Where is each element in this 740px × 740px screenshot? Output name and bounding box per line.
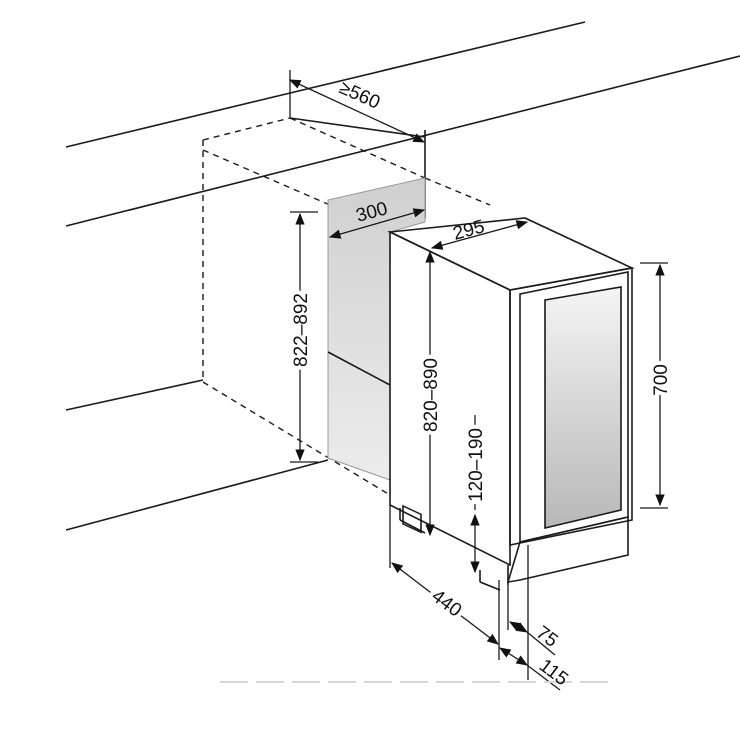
label-niche-depth: ≥560 [336,77,383,113]
label-niche-height: 822–892 [291,293,312,367]
label-unit-height: 820–890 [421,358,442,432]
label-unit-width: 295 [451,216,487,244]
wine-cooler [387,217,635,591]
cabinet-plinth-lines [65,379,329,531]
dimension-lines [288,70,668,691]
label-door-height: 700 [651,364,672,396]
label-door-depth: 75 [532,622,562,651]
label-feet-height: 120–190 [466,428,487,502]
label-door-offset: 115 [535,655,572,690]
label-unit-depth: 440 [427,586,465,622]
glass-door [544,286,622,530]
